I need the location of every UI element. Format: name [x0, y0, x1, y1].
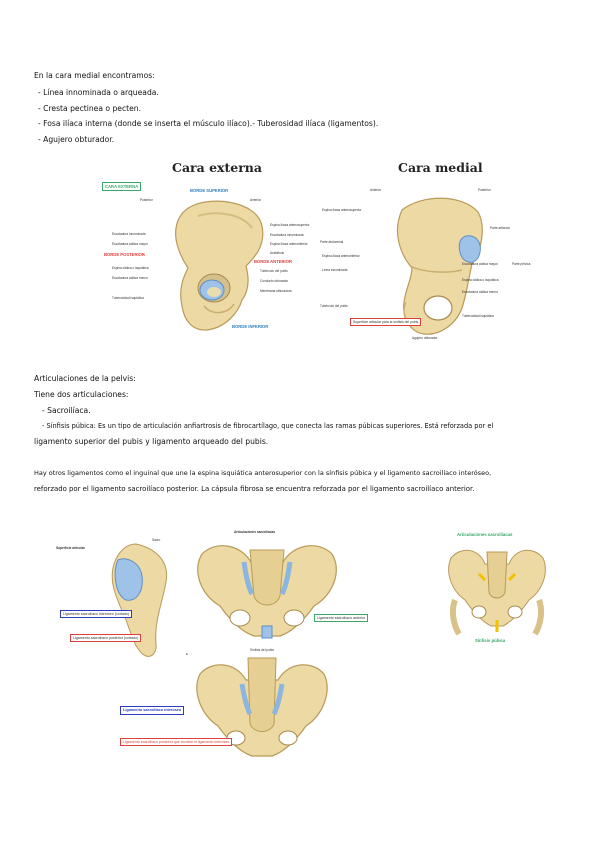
- right-label: Espina ciática o isquiática: [462, 278, 499, 282]
- hip-bone-medial-illustration: [396, 197, 483, 335]
- borde-anterior-label: BORDE ANTERIOR: [254, 259, 292, 264]
- sacrum-lateral-illustration: [111, 543, 168, 657]
- articulaciones-paragraph: reforzado por el ligamento sacroilíaco p…: [34, 485, 475, 493]
- right-label: Parte pélvica: [512, 262, 531, 266]
- lig-interoseo-box: Ligamento sacroilíaco interóseo: [120, 706, 185, 715]
- borde-superior-label: BORDE SUPERIOR: [190, 188, 229, 193]
- anterior-label: Anterior: [250, 198, 262, 202]
- left-label: Escotadura ciática mayor: [112, 242, 148, 246]
- right-label: Espina ilíaca anterosuperior: [270, 223, 310, 227]
- sinfisis-pubis-label: Sínfisis del pubis: [250, 648, 274, 652]
- figure-pelvis-posterior: c Ligamento sacroilíaco interóseo Ligame…: [120, 650, 340, 765]
- intro-item: - Agujero obturador.: [38, 135, 115, 144]
- figure-sacrum-lateral: Superficie articular Sacro Ligamento sac…: [56, 530, 186, 660]
- right-label: Membrana obturadora: [260, 289, 292, 293]
- articulaciones-item-cont: ligamento superior del pubis y ligamento…: [34, 437, 269, 446]
- figure-pelvis-anterior: Articulaciones sacroilíacas Ligamento sa…: [188, 528, 369, 653]
- left-label: Tuberosidad isquiática: [112, 296, 144, 300]
- intro-heading: En la cara medial encontramos:: [34, 71, 155, 80]
- figure-cara-medial: Cara medial Anterior Posterior Espina il…: [320, 158, 530, 343]
- posterior-label: Posterior: [140, 198, 153, 202]
- left-label: Espina ilíaca anterosuperior: [322, 208, 362, 212]
- right-label: Conducto obturador: [260, 279, 289, 283]
- right-label: Parte articular: [490, 226, 510, 230]
- left-label: Escotadura innominada: [112, 232, 146, 236]
- figure-title: Cara externa: [172, 160, 262, 175]
- pelvis-small-illustration: [448, 549, 546, 636]
- articulaciones-paragraph: Hay otros ligamentos como el inguinal qu…: [34, 469, 492, 477]
- left-label: Tubérculo del pubis: [320, 304, 348, 308]
- borde-posterior-label: BORDE POSTERIOR: [104, 252, 145, 257]
- articulaciones-heading: Articulaciones de la pelvis:: [34, 374, 136, 383]
- figure-cara-externa: Cara externa CARA EXTERNA BORDE SUPERIOR…: [92, 158, 310, 338]
- right-label: Escotadura innominada: [270, 233, 304, 237]
- right-label: Escotadura ciática menor: [462, 290, 498, 294]
- pelvis-posterior-illustration: [196, 657, 328, 757]
- pelvis-anterior-illustration: [197, 545, 337, 639]
- right-label: Acetábulo: [270, 251, 285, 255]
- left-label: Espina ciática o isquiática: [112, 266, 149, 270]
- sacro-label: Sacro: [152, 538, 161, 542]
- bottom-label: Agujero obturador: [412, 336, 438, 340]
- articulaciones-sacroiliacas-label: Articulaciones sacroilíacas: [234, 530, 276, 534]
- superficie-articular-label: Superficie articular: [56, 546, 85, 550]
- right-label: Escotadura ciática mayor: [462, 262, 498, 266]
- anterior-label: Anterior: [370, 188, 382, 192]
- articulaciones-item: - Sínfisis púbica: Es un tipo de articul…: [42, 422, 494, 430]
- articulaciones-item: - Sacroilíaca.: [42, 406, 91, 415]
- lig-posterior-cortado-box: Ligamento sacroilíaco posterior (cortado…: [70, 634, 142, 642]
- cara-externa-box: CARA EXTERNA: [102, 182, 142, 191]
- right-label: Tuberosidad isquiática: [462, 314, 494, 318]
- superficie-articular-box: Superficie articular para la sínfisis de…: [350, 318, 422, 326]
- articulaciones-sacroiliacas-label: Articulaciones sacroilíacas: [457, 532, 513, 537]
- left-label: Línea innominada: [322, 268, 348, 272]
- right-label: Espina ilíaca anteroinferior: [270, 242, 308, 246]
- intro-item: - Línea innominada o arqueada.: [38, 88, 159, 97]
- figure-pelvis-small: Articulaciones sacroilíacas Sínfisis púb…: [441, 528, 551, 650]
- figure-title: Cara medial: [398, 160, 483, 175]
- left-label: Escotadura ciática menor: [112, 276, 148, 280]
- intro-item: - Fosa ilíaca interna (donde se inserta …: [38, 119, 379, 128]
- articulaciones-line: Tiene dos articulaciones:: [34, 390, 129, 399]
- posterior-label: Posterior: [478, 188, 491, 192]
- lig-posterior-cubre-box: Ligamento sacroilíaco posterior que recu…: [120, 738, 233, 746]
- hip-bone-external-illustration: [175, 200, 264, 331]
- lig-anterior-box: Ligamento sacroilíaco anterior: [314, 614, 369, 622]
- lig-interoseo-cortado-box: Ligamento sacroilíaco interóseo (cortado…: [60, 610, 133, 618]
- borde-inferior-label: BORDE INFERIOR: [232, 324, 269, 329]
- left-label: Parte abdominal: [320, 240, 344, 244]
- sinfisis-publica-label: Sínfisis púbica: [475, 638, 506, 643]
- left-label: Espina ilíaca anteroinferior: [322, 254, 360, 258]
- intro-item: - Cresta pectinea o pecten.: [38, 104, 141, 113]
- panel-c-label: c: [186, 652, 188, 656]
- right-label: Tubérculo del pubis: [260, 269, 288, 273]
